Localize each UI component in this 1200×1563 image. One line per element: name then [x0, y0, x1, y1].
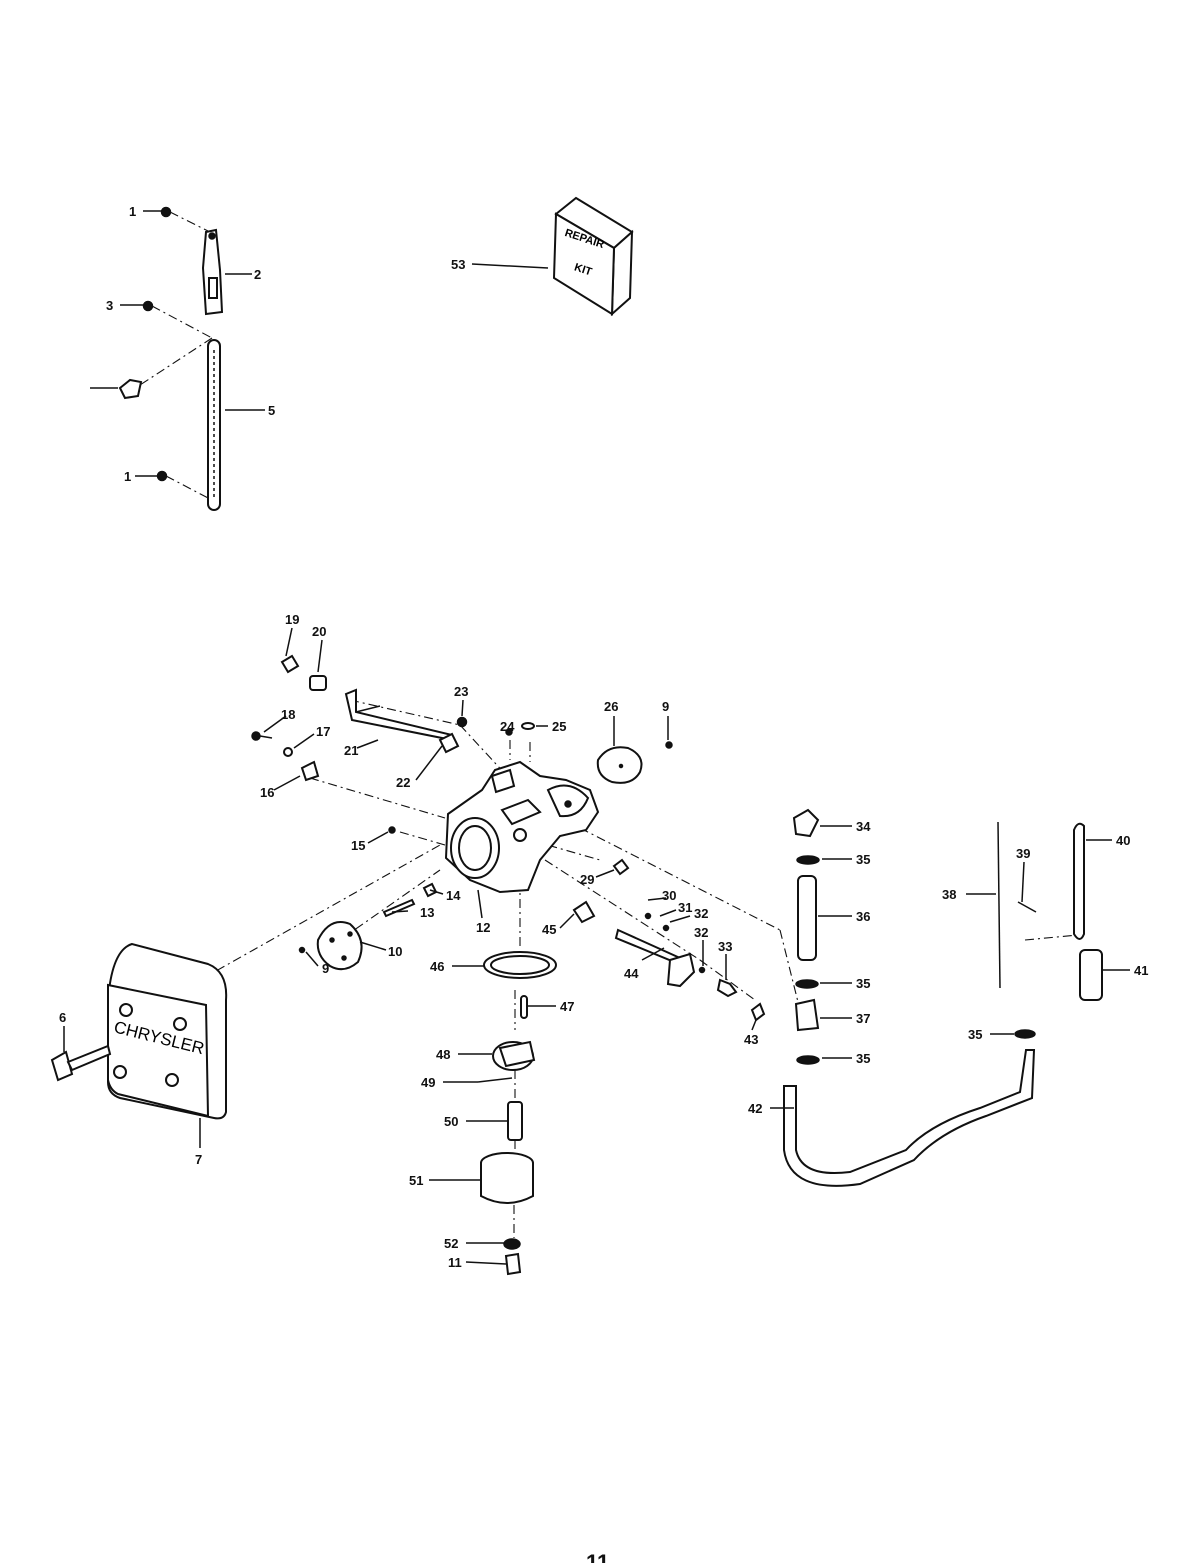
callout-48: 48 — [436, 1047, 450, 1062]
callout-14: 14 — [446, 888, 461, 903]
callout-10: 10 — [388, 944, 402, 959]
callout-5: 5 — [268, 403, 275, 418]
callout-33: 33 — [718, 939, 732, 954]
throttle-link-assembly — [90, 206, 265, 511]
callout-17: 17 — [316, 724, 330, 739]
callout-16: 16 — [260, 785, 274, 800]
callout-47: 47 — [560, 999, 574, 1014]
callout-7: 7 — [195, 1152, 202, 1167]
callout-11: 11 — [448, 1255, 462, 1270]
callout-37: 37 — [856, 1011, 870, 1026]
callout-26: 26 — [604, 699, 618, 714]
callout-23: 23 — [454, 684, 468, 699]
callout-leaders — [63, 627, 1130, 1265]
callout-45: 45 — [542, 922, 556, 937]
callout-2: 2 — [254, 267, 261, 282]
callout-30: 30 — [662, 888, 676, 903]
callout-15: 15 — [351, 838, 365, 853]
callout-35b: 35 — [856, 976, 870, 991]
callout-42: 42 — [748, 1101, 762, 1116]
callout-53: 53 — [451, 257, 465, 272]
callout-35: 35 — [856, 852, 870, 867]
callout-38: 38 — [942, 887, 956, 902]
repair-kit-box: REPAIR KIT — [471, 196, 634, 317]
callout-35c: 35 — [856, 1051, 870, 1066]
callout-19: 19 — [285, 612, 299, 627]
callout-13: 13 — [420, 905, 434, 920]
callout-51: 51 — [409, 1173, 423, 1188]
callout-3: 3 — [106, 298, 113, 313]
callout-32: 32 — [694, 906, 708, 921]
callout-32b: 32 — [694, 925, 708, 940]
callout-31: 31 — [678, 900, 692, 915]
callout-29: 29 — [580, 872, 594, 887]
callout-12: 12 — [476, 920, 490, 935]
kit-box-line2: KIT — [573, 261, 594, 278]
callout-numbers: 1 2 3 5 1 53 19 20 23 18 17 21 24 25 26 … — [59, 204, 1148, 1270]
callout-18: 18 — [281, 707, 295, 722]
air-silencer-cover: CHRYSLER — [107, 942, 228, 1120]
page-number: 11 — [586, 1550, 609, 1563]
callout-34: 34 — [856, 819, 871, 834]
callout-9: 9 — [662, 699, 669, 714]
callout-49: 49 — [421, 1075, 435, 1090]
callout-6: 6 — [59, 1010, 66, 1025]
callout-39: 39 — [1016, 846, 1030, 861]
callout-9b: 9 — [322, 961, 329, 976]
callout-44: 44 — [624, 966, 639, 981]
callout-41: 41 — [1134, 963, 1148, 978]
callout-20: 20 — [312, 624, 326, 639]
callout-22: 22 — [396, 775, 410, 790]
callout-1b: 1 — [124, 469, 131, 484]
callout-25: 25 — [552, 719, 566, 734]
callout-21: 21 — [344, 743, 358, 758]
callout-43: 43 — [744, 1032, 758, 1047]
callout-1: 1 — [129, 204, 136, 219]
callout-36: 36 — [856, 909, 870, 924]
callout-46: 46 — [430, 959, 444, 974]
callout-35d: 35 — [968, 1027, 982, 1042]
callout-24: 24 — [500, 719, 515, 734]
callout-50: 50 — [444, 1114, 458, 1129]
fuel-line-assembly — [783, 808, 1103, 1187]
callout-52: 52 — [444, 1236, 458, 1251]
carburetor-assembly: CHRYSLER — [50, 654, 1079, 1276]
callout-40: 40 — [1116, 833, 1130, 848]
